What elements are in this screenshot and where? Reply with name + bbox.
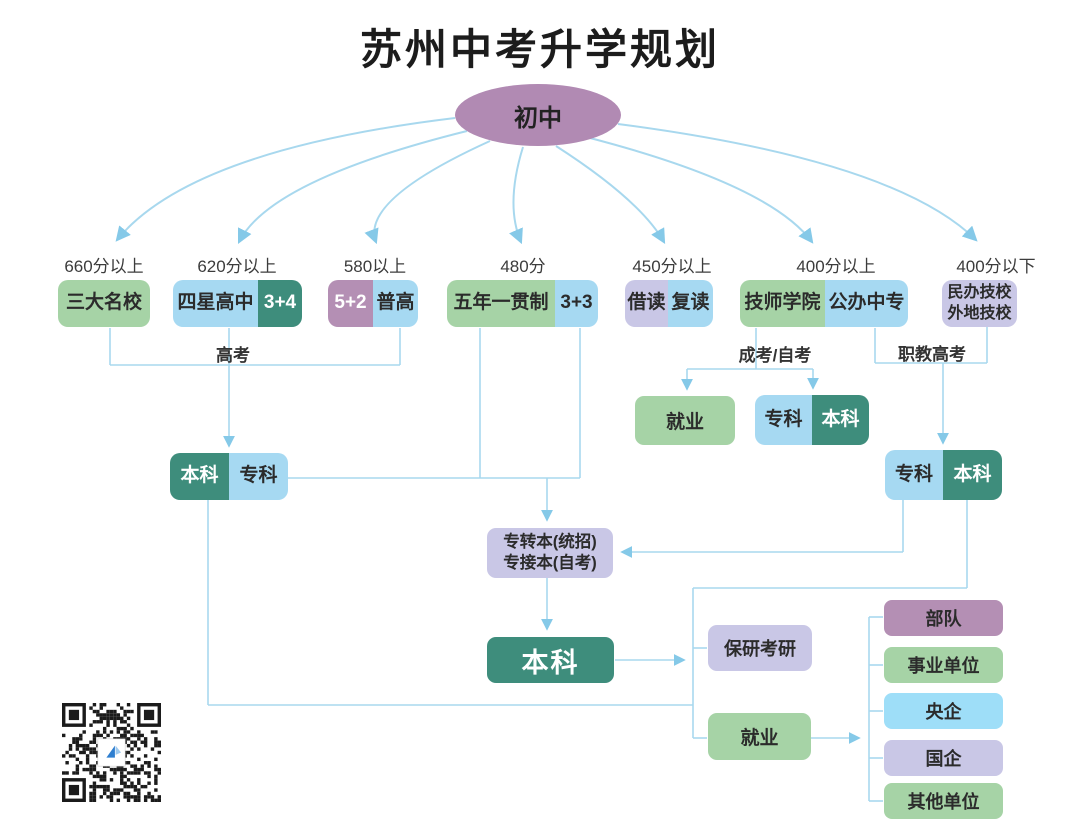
chengkao-zhuanke-label: 专科 [755, 395, 812, 445]
five-year-label: 五年一贯制 [447, 280, 555, 327]
regular-high-label: 普高 [373, 280, 418, 327]
fudu-label: 复读 [668, 280, 713, 327]
outcome-central-enterprise: 央企 [884, 693, 1003, 729]
node-zhijiao-result: 专科 本科 [885, 450, 1002, 500]
public-secondary-label: 公办中专 [825, 280, 908, 327]
node-chengkao-employment: 就业 [635, 396, 735, 445]
score-label-580: 580以上 [343, 257, 407, 276]
node-four-star-high: 四星高中 3+4 [173, 280, 302, 327]
outcome-state-enterprise: 国企 [884, 740, 1003, 776]
node-baoyan-kaoyan: 保研考研 [708, 625, 812, 671]
node-private-tech: 民办技校 外地技校 [942, 280, 1017, 327]
private-tech-label: 民办技校 外地技校 [942, 280, 1017, 327]
gaokao-zhuanke-label: 专科 [229, 453, 288, 500]
zhuanben-line1: 专转本(统招) [503, 532, 597, 551]
outcome-other-units: 其他单位 [884, 783, 1003, 819]
zhijiao-benke-label: 本科 [943, 450, 1002, 500]
zhijiao-zhuanke-label: 专科 [885, 450, 943, 500]
score-label-620: 620分以上 [197, 257, 277, 276]
three-plus-three-label: 3+3 [555, 280, 598, 327]
node-chengkao-result: 专科 本科 [755, 395, 869, 445]
node-technician-college: 技师学院 公办中专 [740, 280, 908, 327]
score-label-660: 660分以上 [64, 257, 144, 276]
node-five-year: 五年一贯制 3+3 [447, 280, 598, 327]
zhuanben-line2: 专接本(自考) [503, 554, 597, 572]
score-label-400-above: 400分以上 [796, 257, 876, 276]
three-plus-four-label: 3+4 [258, 280, 302, 327]
node-top-schools: 三大名校 [58, 280, 150, 327]
four-star-label: 四星高中 [173, 280, 258, 327]
score-label-480: 480分 [500, 257, 546, 276]
edge-label-gaokao: 高考 [216, 346, 250, 365]
page-title: 苏州中考升学规划 [359, 26, 720, 73]
five-plus-two-label: 5+2 [328, 280, 373, 327]
outcome-army: 部队 [884, 600, 1003, 636]
score-label-400-below: 400分以下 [956, 257, 1036, 276]
private-tech-line1: 民办技校 [947, 283, 1012, 301]
root-node-junior-high: 初中 [455, 84, 621, 146]
private-tech-line2: 外地技校 [947, 304, 1012, 322]
chengkao-benke-label: 本科 [812, 395, 869, 445]
node-zhuanben: 专转本(统招) 专接本(自考) [487, 528, 613, 578]
outcome-public-institution: 事业单位 [884, 647, 1003, 683]
node-bachelor: 本科 [487, 637, 614, 683]
node-gaokao-result: 本科 专科 [170, 453, 288, 500]
node-top-schools-label: 三大名校 [58, 280, 150, 327]
jiedu-label: 借读 [625, 280, 668, 327]
technician-label: 技师学院 [740, 280, 825, 327]
node-jiedu-fudu: 借读 复读 [625, 280, 713, 327]
gaokao-benke-label: 本科 [170, 453, 229, 500]
qr-code [62, 703, 161, 802]
node-five-plus-two: 5+2 普高 [328, 280, 418, 327]
node-employment: 就业 [708, 713, 811, 760]
edge-label-zhijiao-gaokao: 职教高考 [898, 345, 966, 364]
edge-label-chengkao-zikao: 成考/自考 [738, 346, 812, 365]
score-label-450: 450分以上 [632, 257, 712, 276]
